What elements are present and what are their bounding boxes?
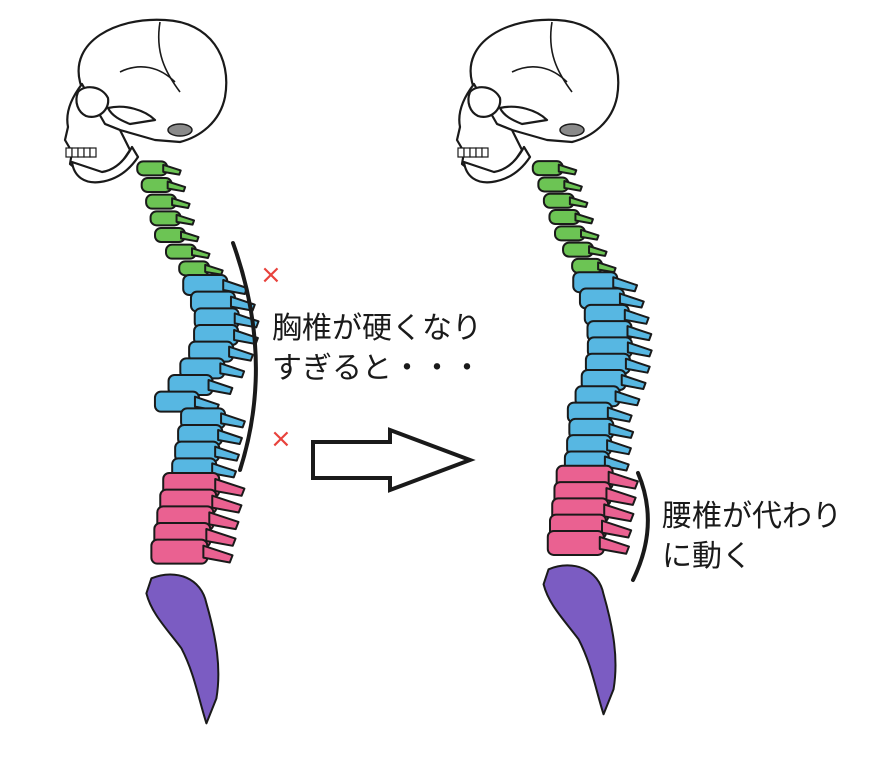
thoracic-vertebra	[580, 369, 647, 391]
cervical-vertebra	[154, 227, 200, 243]
skull-icon	[455, 18, 620, 184]
thoracic-vertebra	[193, 324, 259, 346]
x-mark-lower: ×	[270, 424, 292, 454]
cervical-vertebra	[145, 193, 191, 210]
right-arrow-icon	[311, 427, 476, 493]
thoracic-vertebra	[568, 417, 635, 440]
thoracic-bracket	[231, 241, 258, 472]
cervical-vertebra	[542, 192, 589, 209]
thoracic-vertebra	[179, 357, 246, 380]
skull-icon	[63, 18, 228, 184]
cervical-vertebra	[136, 160, 182, 177]
thoracic-label-line-2: すぎると・・・	[272, 351, 482, 386]
thoracic-vertebra	[180, 407, 246, 430]
lumbar-compensate-label: 腰椎が代わり に動く	[662, 497, 842, 577]
cervical-vertebra	[562, 241, 608, 258]
cervical-vertebra	[140, 177, 187, 193]
sacrum	[542, 564, 617, 716]
thoracic-vertebra	[586, 336, 653, 359]
cervical-vertebra	[164, 243, 211, 260]
cervical-vertebra	[537, 176, 583, 193]
thoracic-vertebra	[177, 424, 243, 446]
right-spine-figure	[455, 18, 653, 716]
left-spine-figure	[63, 18, 260, 725]
thoracic-vertebra	[167, 374, 234, 396]
sacrum	[145, 573, 220, 725]
thoracic-label-line-1: 胸椎が硬くなり	[272, 311, 482, 346]
cervical-vertebra	[548, 209, 594, 226]
thoracic-stiff-label: 胸椎が硬くなり すぎると・・・	[272, 309, 482, 389]
lumbar-vertebra	[546, 529, 630, 556]
thoracic-vertebra	[584, 352, 651, 375]
thoracic-vertebra	[174, 440, 240, 463]
thoracic-vertebra	[583, 303, 650, 326]
thoracic-vertebra	[188, 340, 254, 363]
cervical-vertebra	[531, 160, 578, 177]
cervical-vertebra	[149, 210, 196, 227]
lumbar-vertebra	[150, 538, 234, 565]
lumbar-bracket	[631, 471, 650, 582]
x-mark-upper: ×	[260, 260, 282, 290]
lumbar-label-line-1: 腰椎が代わり	[662, 499, 842, 534]
lumbar-label-line-2: に動く	[662, 539, 752, 574]
cervical-vertebra	[571, 257, 617, 274]
cervical-vertebra	[554, 225, 600, 242]
cervical-vertebra	[178, 260, 224, 277]
